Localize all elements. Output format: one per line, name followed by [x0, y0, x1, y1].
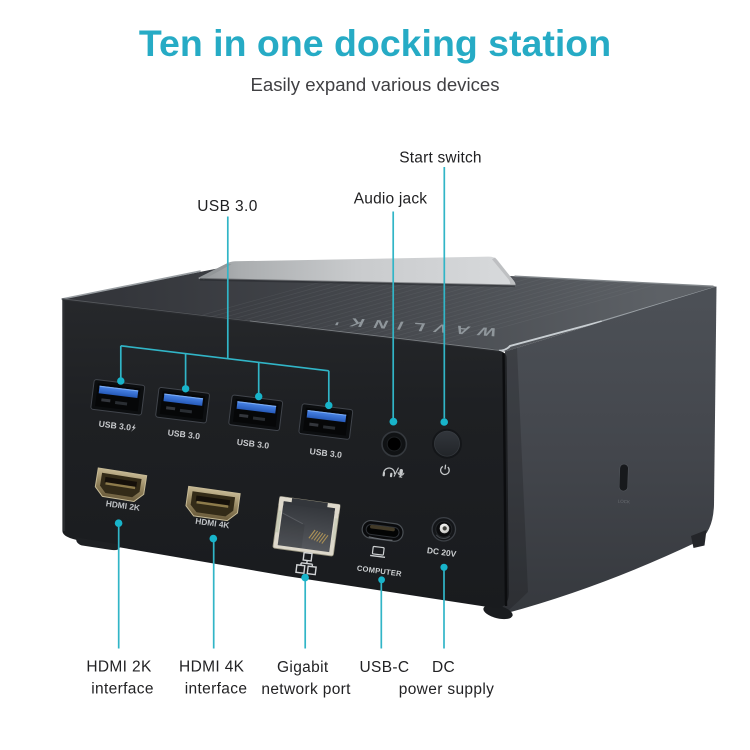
svg-text:Start switch: Start switch	[399, 150, 482, 167]
svg-text:Gigabit: Gigabit	[277, 659, 329, 676]
svg-text:USB 3.0: USB 3.0	[197, 198, 258, 215]
svg-text:Easily expand various devices: Easily expand various devices	[250, 74, 499, 95]
svg-text:USB 3.0: USB 3.0	[309, 446, 343, 460]
svg-text:Audio jack: Audio jack	[354, 191, 428, 208]
svg-text:interface: interface	[91, 681, 154, 698]
svg-text:Ten in one docking station: Ten in one docking station	[139, 22, 611, 64]
svg-text:HDMI 2K: HDMI 2K	[86, 659, 152, 676]
svg-text:USB 3.0: USB 3.0	[236, 437, 270, 451]
svg-text:DC: DC	[432, 659, 455, 676]
svg-text:DC 20V: DC 20V	[426, 545, 457, 559]
svg-text:USB-C: USB-C	[360, 659, 410, 676]
svg-text:HDMI 4K: HDMI 4K	[195, 516, 230, 531]
svg-text:interface: interface	[185, 681, 248, 698]
svg-text:USB 3.0: USB 3.0	[167, 427, 201, 441]
svg-text:HDMI 4K: HDMI 4K	[179, 659, 245, 676]
svg-text:HDMI 2K: HDMI 2K	[105, 498, 140, 513]
svg-text:LOCK: LOCK	[618, 499, 631, 505]
svg-text:power supply: power supply	[399, 681, 495, 698]
svg-text:USB 3.0: USB 3.0	[98, 419, 132, 433]
svg-text:network port: network port	[261, 681, 351, 698]
